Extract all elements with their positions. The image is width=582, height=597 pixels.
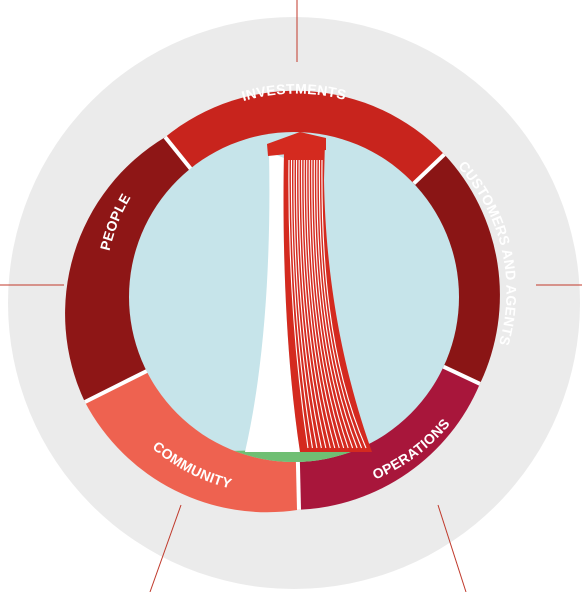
- tower-fin: [301, 159, 331, 449]
- tower-fin: [311, 159, 349, 449]
- tower-fin: [293, 159, 318, 449]
- tower-fin: [303, 159, 336, 449]
- tower-fin: [295, 159, 322, 449]
- tower-fins: [288, 159, 367, 449]
- tower-fin: [298, 159, 327, 449]
- tower-fin: [308, 159, 345, 449]
- tower-fin: [288, 159, 309, 449]
- tower-fin: [316, 159, 358, 449]
- label-investments: INVESTMENTS: [240, 81, 348, 104]
- divider-line: [84, 369, 148, 404]
- divider-line: [295, 461, 301, 510]
- tower-fin: [321, 159, 367, 449]
- tower-fin: [313, 159, 354, 449]
- connector-line-bottom-right: [437, 504, 467, 593]
- tower-fin: [290, 159, 314, 449]
- connector-line-bottom-left: [149, 504, 182, 593]
- segment-dividers: [84, 135, 481, 510]
- divider-line: [163, 135, 194, 172]
- divider-line: [442, 364, 481, 386]
- skyscraper-tower-icon: [245, 132, 372, 452]
- tower-fin: [306, 159, 340, 449]
- tower-fin: [318, 159, 363, 449]
- divider-line: [412, 152, 446, 185]
